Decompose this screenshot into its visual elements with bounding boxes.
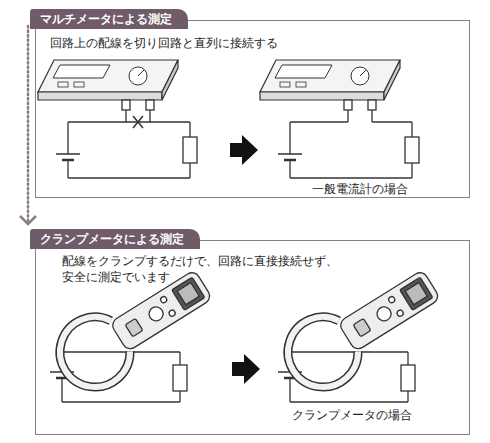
panel-description: 回路上の配線を切り回路と直列に接続する: [50, 35, 450, 51]
flow-arrow: [20, 26, 36, 224]
measurement-panel: クランプメータによる測定配線をクランプするだけで、回路に直接接続せず、 安全に測…: [35, 240, 470, 435]
panel-title-tab: クランプメータによる測定: [30, 229, 200, 249]
case-label: クランプメータの場合: [290, 408, 414, 423]
panel-title-tab: マルチメータによる測定: [30, 9, 188, 29]
measurement-panel: マルチメータによる測定回路上の配線を切り回路と直列に接続する: [35, 20, 470, 198]
case-label: 一般電流計の場合: [310, 182, 410, 197]
panel-description: 配線をクランプするだけで、回路に直接接続せず、 安全に測定でいます: [62, 253, 352, 285]
